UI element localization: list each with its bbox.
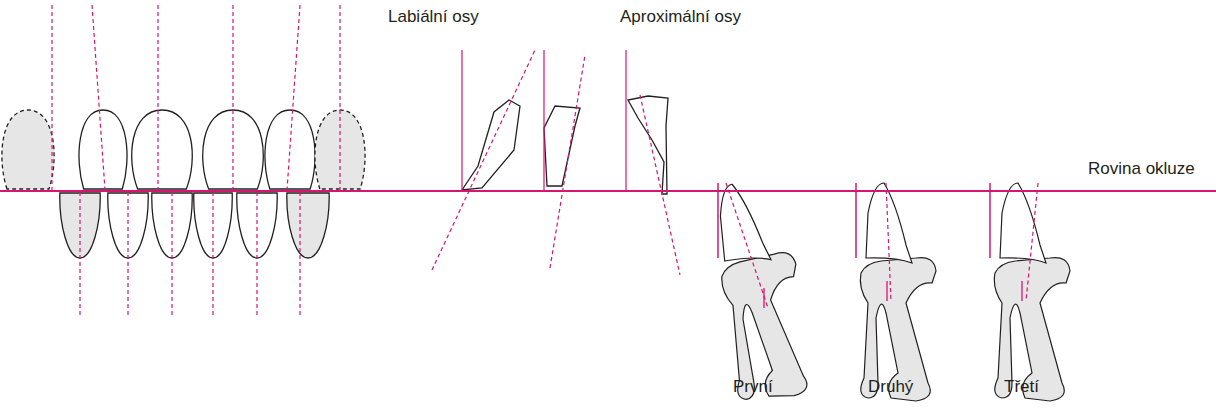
molar-crown bbox=[866, 183, 912, 263]
caption-label: Třetí bbox=[1004, 378, 1039, 397]
tooth-axis bbox=[726, 183, 768, 308]
molar-group bbox=[709, 177, 814, 403]
caption-label: Labiální osy bbox=[388, 8, 479, 27]
approximal-axes bbox=[432, 50, 680, 275]
occlusal-plane bbox=[0, 190, 1216, 192]
caption-label: Druhý bbox=[868, 378, 913, 397]
molar-crown bbox=[1000, 183, 1046, 263]
tooth-axis bbox=[886, 183, 891, 301]
upper-tooth bbox=[2, 110, 54, 189]
molar-group bbox=[990, 183, 1070, 401]
caption-label: První bbox=[733, 378, 773, 397]
upper-tooth bbox=[315, 110, 365, 189]
axis-tick bbox=[1021, 281, 1022, 301]
axis-tick bbox=[886, 281, 887, 301]
approximal-teeth bbox=[462, 96, 668, 194]
molar-root bbox=[994, 258, 1070, 401]
molar-crown bbox=[714, 180, 771, 266]
molar bbox=[994, 183, 1070, 401]
labial-axis bbox=[256, 192, 257, 318]
tooth-axis bbox=[1026, 183, 1038, 301]
upper-tooth bbox=[203, 110, 264, 189]
reference-line bbox=[989, 183, 991, 258]
labial-axis bbox=[232, 5, 233, 190]
labial-axis bbox=[339, 5, 340, 190]
labial-axis bbox=[127, 192, 128, 318]
upper-tooth bbox=[79, 110, 127, 189]
reference-line bbox=[855, 183, 857, 258]
lower-teeth-with-roots bbox=[709, 177, 1070, 403]
molar-root bbox=[860, 258, 936, 401]
labial-axis bbox=[92, 5, 105, 190]
labial-axes bbox=[52, 5, 340, 318]
caption-label: Aproximální osy bbox=[620, 8, 741, 27]
labial-axis bbox=[287, 5, 300, 190]
lower-tooth bbox=[287, 193, 329, 258]
reference-line bbox=[717, 183, 719, 258]
axis-tick bbox=[763, 288, 764, 308]
molar-root bbox=[719, 251, 814, 404]
labial-axis bbox=[212, 192, 213, 318]
labial-axis bbox=[51, 5, 52, 190]
upper-tooth bbox=[132, 110, 193, 189]
labial-axis bbox=[171, 192, 172, 318]
molar bbox=[860, 183, 936, 401]
upper-tooth bbox=[265, 110, 315, 189]
labial-axis bbox=[157, 5, 158, 190]
front-teeth bbox=[2, 110, 365, 258]
caption-label: Rovina okluze bbox=[1088, 160, 1195, 179]
labial-axis bbox=[79, 192, 80, 318]
molar-group bbox=[856, 183, 936, 401]
labial-axis bbox=[299, 192, 300, 318]
molar bbox=[709, 177, 814, 403]
